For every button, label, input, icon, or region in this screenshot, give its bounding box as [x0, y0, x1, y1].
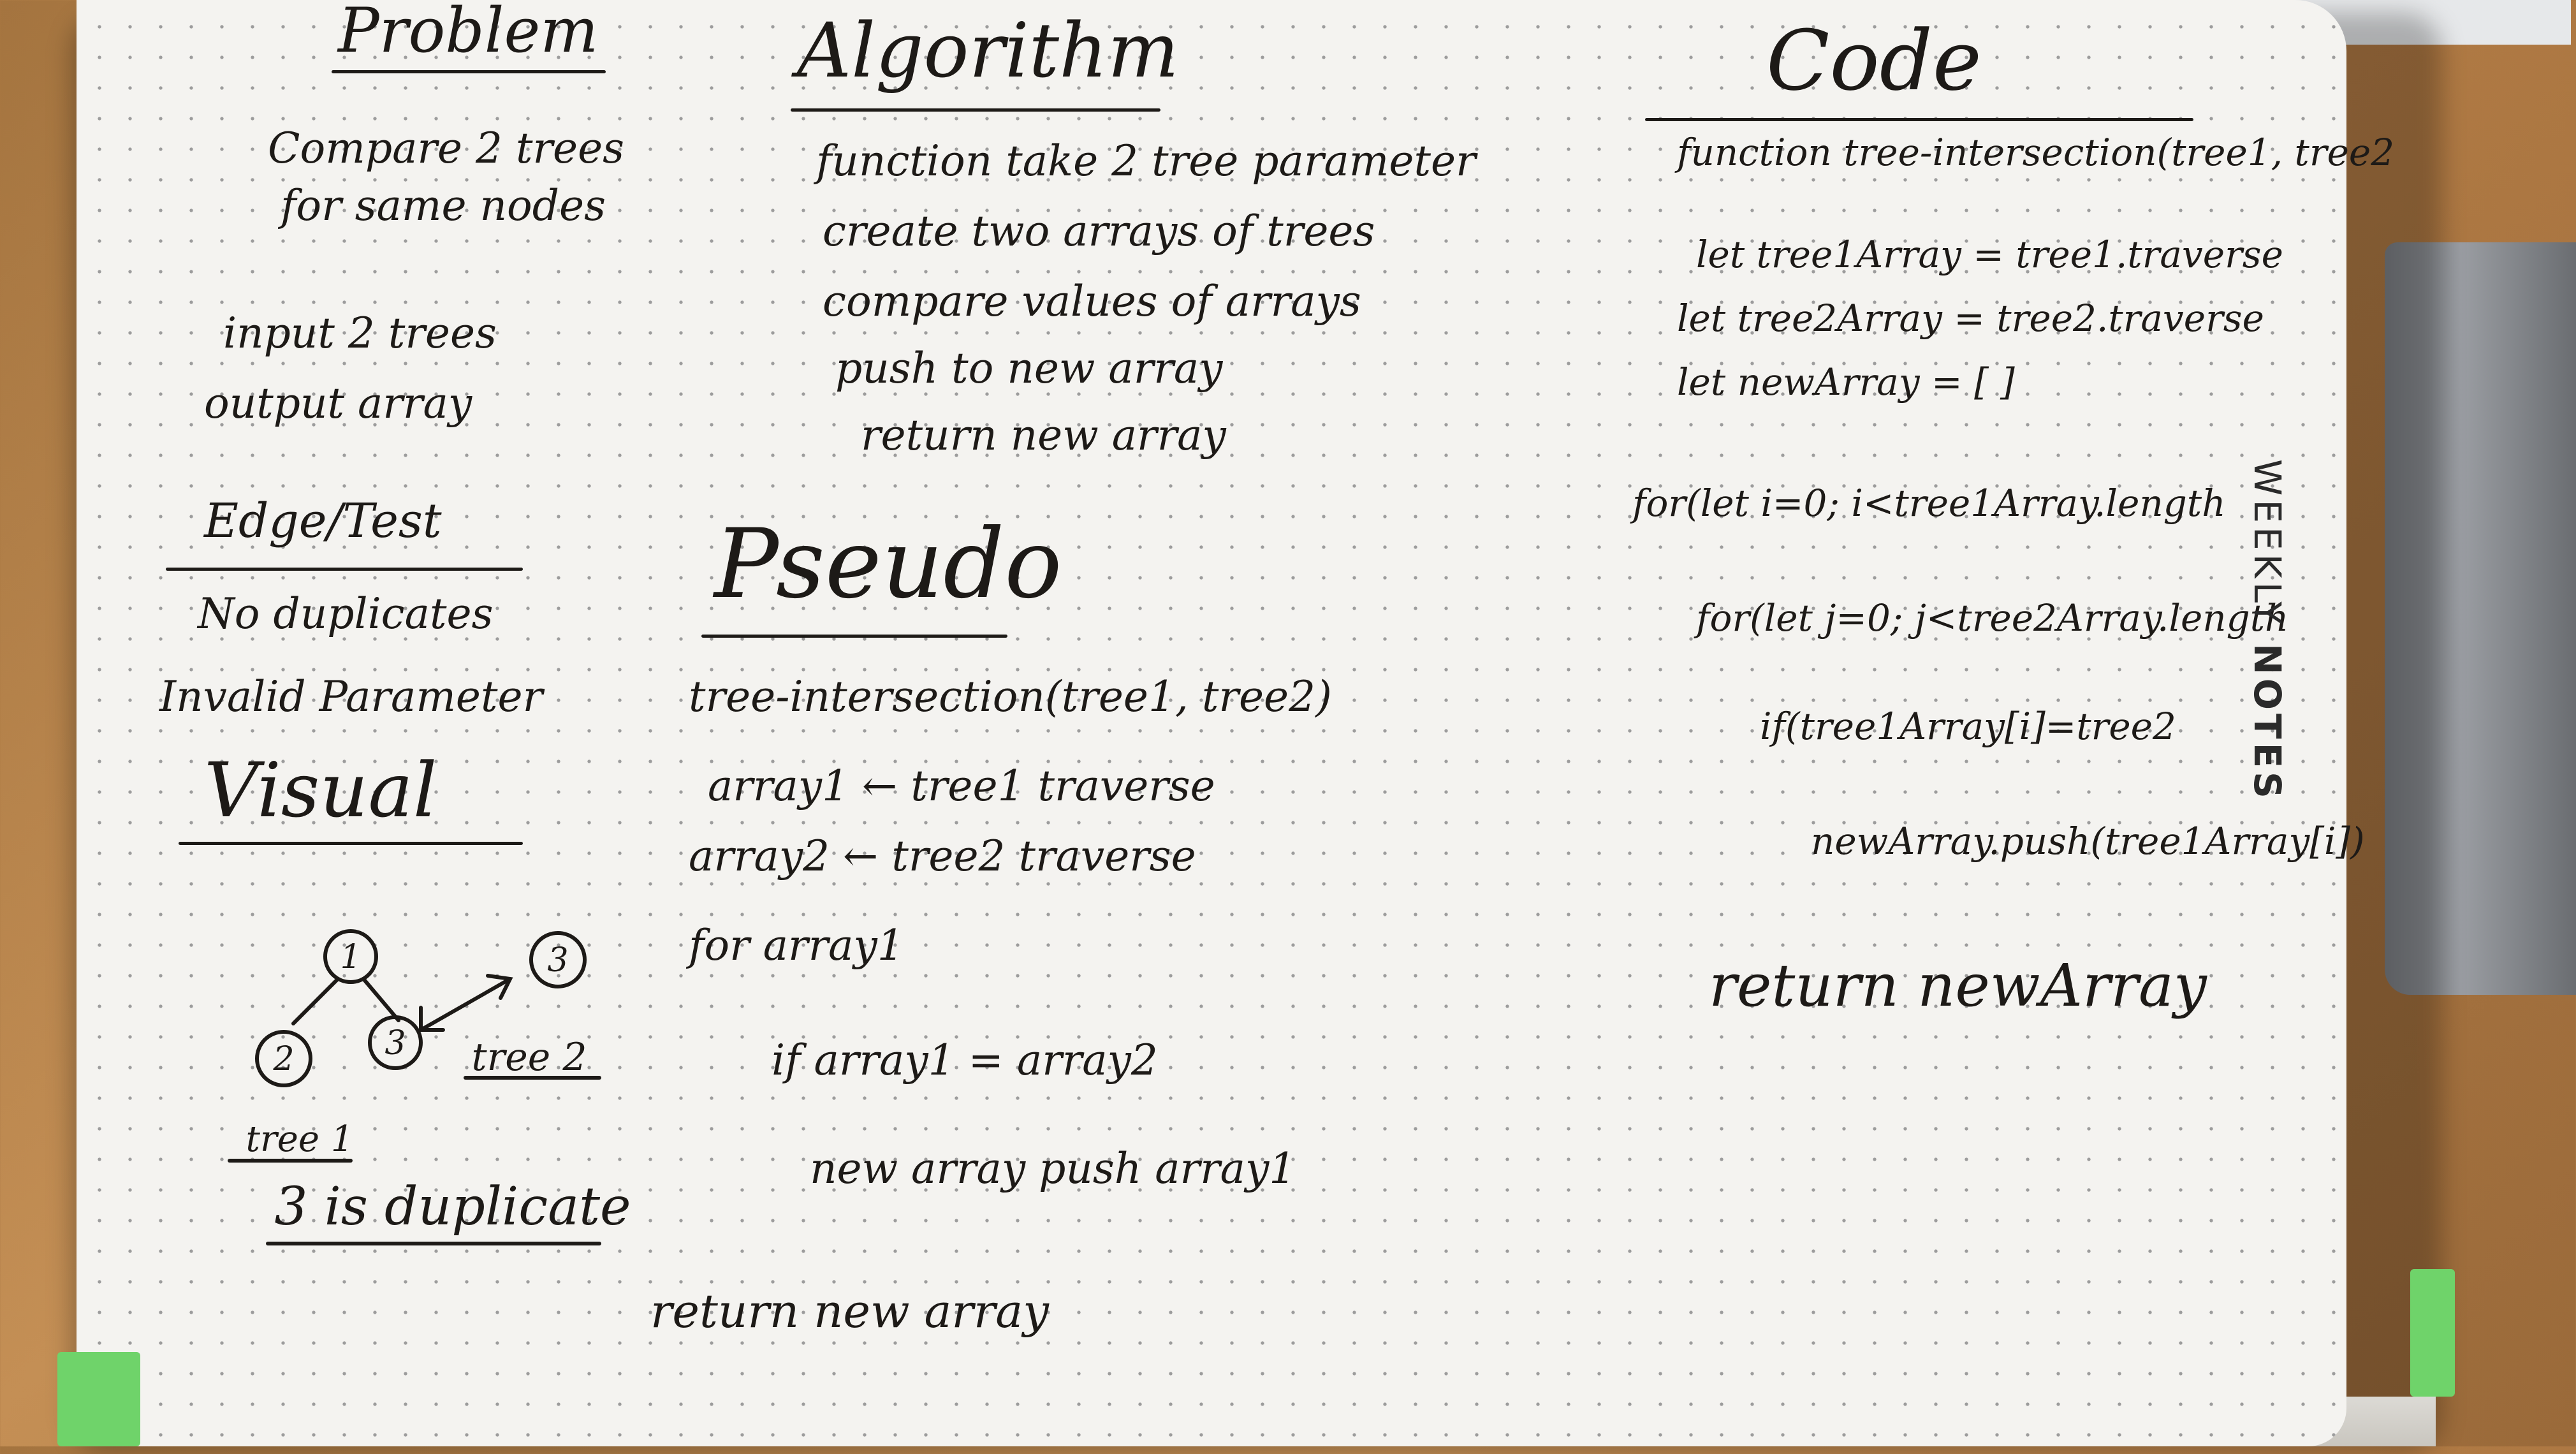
algorithm-underline	[791, 108, 1160, 112]
pseudo-line-7: return new array	[650, 1284, 1049, 1338]
duplicate-arrow	[419, 977, 512, 1032]
tree1-root-label: 1	[340, 938, 361, 976]
notebook-page: Problem Compare 2 trees for same nodes i…	[77, 0, 2394, 1446]
tree1-node-right	[368, 1015, 423, 1070]
problem-line-1: Compare 2 trees	[268, 124, 625, 173]
code-line-7: if(tree1Array[i]=tree2	[1760, 705, 2176, 748]
problem-line-2: for same nodes	[281, 181, 606, 230]
algorithm-line-1: function take 2 tree parameter	[816, 136, 1476, 186]
tree1-edge-right	[362, 977, 400, 1022]
problem-input: input 2 trees	[223, 309, 497, 358]
green-page-tab-right	[2410, 1269, 2455, 1397]
visual-underline	[179, 842, 523, 845]
algorithm-line-3: compare values of arrays	[823, 277, 1361, 326]
tree1-right-label: 3	[384, 1024, 406, 1062]
code-line-8: newArray.push(tree1Array[i])	[1811, 819, 2365, 863]
code-line-4: let newArray = [ ]	[1677, 360, 2015, 404]
edge-line-2: Invalid Parameter	[159, 672, 543, 721]
problem-heading: Problem	[338, 0, 599, 66]
problem-output: output array	[204, 379, 472, 428]
code-line-9: return newArray	[1709, 951, 2207, 1020]
green-page-tab-left	[57, 1352, 140, 1446]
pseudo-line-6: new array push array1	[810, 1144, 1296, 1193]
code-underline	[1645, 118, 2193, 121]
code-line-1: function tree-intersection(tree1, tree2	[1677, 131, 2395, 174]
laptop-body	[2385, 242, 2576, 995]
code-line-2: let tree1Array = tree1.traverse	[1696, 233, 2283, 276]
tree1-node-root	[323, 929, 378, 984]
tree1-node-left	[255, 1030, 312, 1087]
algorithm-heading: Algorithm	[797, 6, 1179, 94]
tree1-edge-left	[291, 977, 340, 1025]
pseudo-underline	[701, 635, 1007, 638]
pseudo-line-3: array2 ← tree2 traverse	[689, 832, 1196, 881]
code-heading: Code	[1766, 12, 1982, 109]
brand-label: WEEKLY NOTES	[2246, 459, 2289, 802]
code-line-5: for(let i=0; i<tree1Array.length	[1632, 481, 2226, 525]
tree1-label: tree 1	[246, 1119, 354, 1160]
problem-underline	[332, 70, 606, 73]
pseudo-line-2: array1 ← tree1 traverse	[708, 761, 1215, 811]
edge-line-1: No duplicates	[198, 589, 494, 638]
duplicate-arrow-head-right	[486, 974, 513, 1000]
pseudo-line-1: tree-intersection(tree1, tree2)	[689, 672, 1332, 721]
tree2-node-label: 3	[547, 941, 568, 980]
pseudo-line-4: for array1	[689, 921, 904, 970]
brand-light: WEEKLY	[2246, 459, 2289, 644]
algorithm-line-4: push to new array	[835, 344, 1223, 393]
brand-bold: NOTES	[2246, 643, 2289, 802]
visual-heading: Visual	[204, 746, 437, 834]
duplicate-note: 3 is duplicate	[274, 1177, 631, 1237]
duplicate-arrow-head-left	[419, 1006, 445, 1032]
pseudo-line-5: if array1 = array2	[772, 1036, 1158, 1085]
tree1-left-label: 2	[272, 1040, 294, 1078]
edge-underline	[166, 568, 523, 571]
pseudo-heading: Pseudo	[714, 509, 1062, 620]
edge-heading: Edge/Test	[204, 494, 442, 548]
algorithm-line-5: return new array	[861, 411, 1226, 460]
code-line-6: for(let j=0; j<tree2Array.length	[1696, 596, 2289, 640]
tree2-label: tree 2	[471, 1035, 587, 1080]
tree-diagram: 1 2 3 3 tree 2 tree 1 3 is duplicate	[228, 929, 631, 1245]
tree2-node	[529, 931, 587, 988]
code-line-3: let tree2Array = tree2.traverse	[1677, 297, 2264, 340]
algorithm-line-2: create two arrays of trees	[823, 207, 1375, 256]
